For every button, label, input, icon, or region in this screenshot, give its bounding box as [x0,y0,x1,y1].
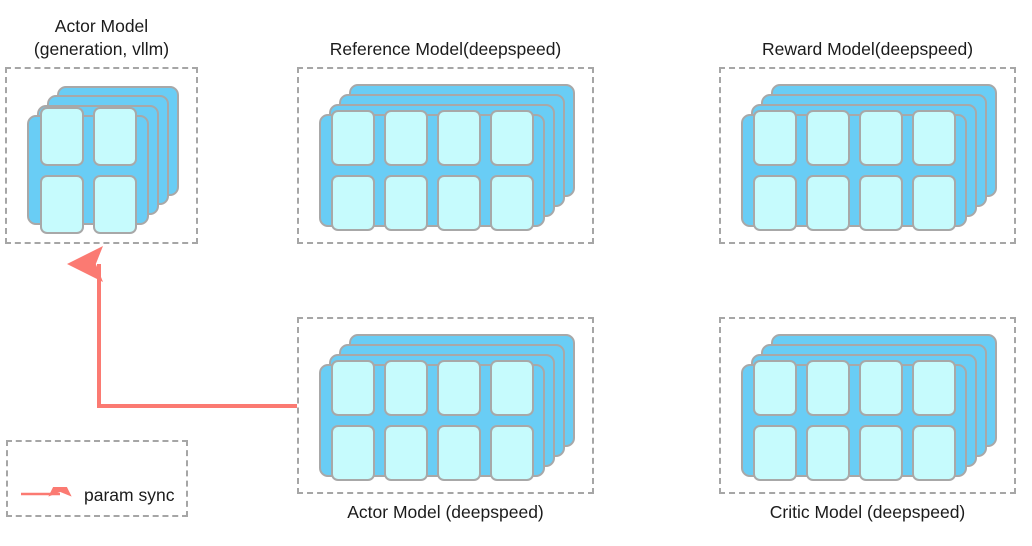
group-actor-model-deepspeed: Actor Model (deepspeed) [297,317,594,522]
arrow-right-icon [21,487,72,497]
card-cell [858,110,903,166]
card-cell [383,360,428,416]
card-cell [436,175,481,231]
dashed-boundary-actor-deepspeed [297,317,594,494]
card-cell [911,425,956,481]
group-actor-model-vllm: Actor Model (generation, vllm) [5,16,198,244]
card-cell [92,106,137,166]
card-cell [805,110,850,166]
legend-label: param sync [84,485,175,505]
card-layer-1 [741,110,967,231]
card-cell [39,106,84,166]
legend: param sync [6,440,188,517]
card-cell [805,425,850,481]
dashed-boundary-reward [719,67,1016,244]
card-stack-actor-deepspeed [319,334,575,481]
card-stack-critic [741,334,997,481]
card-cell [805,175,850,231]
card-cell [752,425,797,481]
card-cell [92,174,137,234]
card-cell [489,110,534,166]
group-label-actor-deepspeed: Actor Model (deepspeed) [347,502,544,522]
card-layer-1 [319,360,545,481]
group-reward-model: Reward Model(deepspeed) [719,39,1016,244]
dashed-boundary-actor-vllm [5,67,198,244]
dashed-boundary-reference [297,67,594,244]
card-cell [911,360,956,416]
dashed-boundary-legend [6,440,188,517]
card-layer-1 [741,360,967,481]
card-stack-reference [319,84,575,231]
group-label-reference: Reference Model(deepspeed) [329,39,562,59]
group-critic-model: Critic Model (deepspeed) [719,317,1016,522]
card-cell [911,110,956,166]
group-label-actor-vllm: Actor Model (generation, vllm) [33,16,170,59]
card-cell [752,175,797,231]
card-cell [858,175,903,231]
group-label-reward: Reward Model(deepspeed) [761,39,974,59]
card-cell [330,110,375,166]
dashed-boundary-critic [719,317,1016,494]
card-cell [858,425,903,481]
card-layer-1 [27,106,149,234]
card-cell [436,360,481,416]
card-cell [436,110,481,166]
card-cell [911,175,956,231]
card-cell [383,425,428,481]
group-reference-model: Reference Model(deepspeed) [297,39,594,244]
card-cell [489,425,534,481]
card-cell [858,360,903,416]
card-cell [383,110,428,166]
card-stack-reward [741,84,997,231]
card-cell [805,360,850,416]
group-label-critic: Critic Model (deepspeed) [769,502,966,522]
card-layer-1 [319,110,545,231]
card-cell [489,175,534,231]
card-cell [489,360,534,416]
card-cell [752,360,797,416]
card-cell [752,110,797,166]
card-stack-actor-vllm [27,86,179,234]
card-cell [383,175,428,231]
card-cell [330,175,375,231]
card-cell [39,174,84,234]
card-cell [436,425,481,481]
card-cell [330,425,375,481]
param-sync-arrow-path [67,246,297,408]
card-cell [330,360,375,416]
